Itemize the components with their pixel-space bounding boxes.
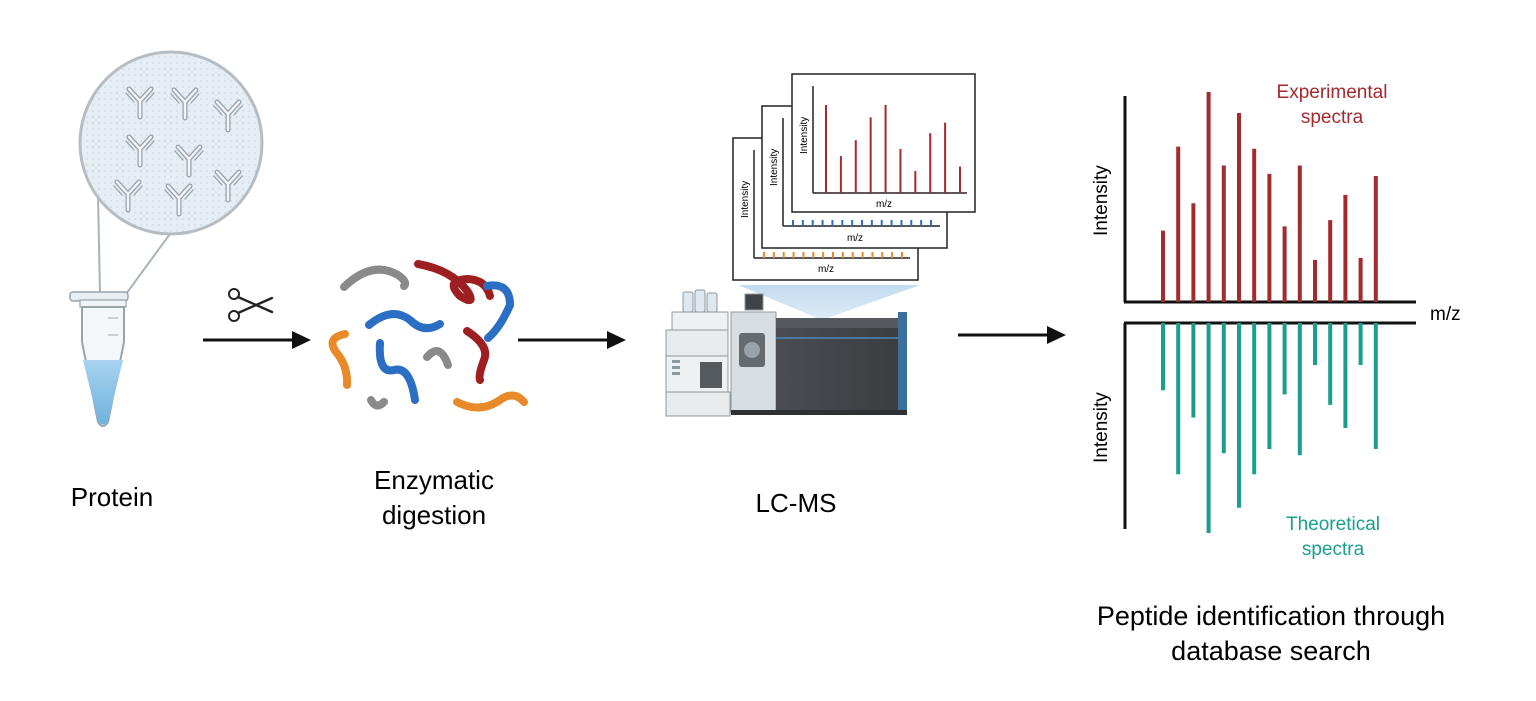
arrow-1	[203, 331, 311, 349]
protein-label: Protein	[71, 482, 153, 512]
card-xlabel: m/z	[847, 233, 863, 244]
microcentrifuge-tube-icon	[69, 291, 129, 427]
protein-step: Protein	[69, 50, 264, 512]
card-ylabel: Intensity	[799, 117, 810, 154]
peptide-fragments	[328, 260, 528, 412]
card-xlabel: m/z	[818, 264, 834, 275]
search-caption-line2: database search	[1171, 636, 1371, 666]
mini-peaks-back	[763, 252, 903, 258]
mini-peaks-middle	[792, 220, 932, 226]
theoretical-bars	[1161, 323, 1378, 533]
mini-peaks-front	[825, 105, 961, 193]
theoretical-legend-line2: spectra	[1302, 539, 1365, 560]
peptide-fragment	[414, 260, 494, 305]
lc-ms-instrument-icon	[665, 289, 907, 417]
card-ylabel: Intensity	[769, 149, 780, 186]
digestion-label-line2: digestion	[382, 500, 486, 530]
peptide-fragment	[483, 281, 515, 342]
scissors-icon	[228, 288, 274, 322]
experimental-bars	[1161, 92, 1378, 302]
arrow-2	[518, 331, 626, 349]
lc-ms-step: Intensity m/z Intensity m/z Intensity m/…	[665, 73, 976, 518]
spectra-comparison-chart: Intensity Intensity m/z Experimental spe…	[1091, 82, 1461, 560]
bottom-y-label: Intensity	[1091, 392, 1112, 463]
spectra-card-front: Intensity m/z	[791, 73, 976, 213]
arrow-3	[958, 326, 1066, 344]
projection-beam	[738, 285, 920, 320]
card-xlabel: m/z	[876, 199, 892, 210]
lcms-label: LC-MS	[756, 488, 837, 518]
peptide-fragment	[463, 327, 490, 384]
peptide-fragment	[453, 391, 528, 412]
peptide-fragment	[328, 330, 352, 389]
peptide-fragment	[423, 347, 452, 369]
experimental-legend-line1: Experimental	[1277, 82, 1388, 103]
peptide-fragment	[365, 310, 444, 333]
experimental-legend-line2: spectra	[1301, 107, 1364, 128]
peptide-fragment	[367, 396, 388, 410]
digestion-label-line1: Enzymatic	[374, 465, 494, 495]
top-y-label: Intensity	[1091, 165, 1112, 236]
magnified-antibodies-circle	[78, 50, 264, 236]
peptide-fragment	[340, 265, 410, 291]
theoretical-legend-line1: Theoretical	[1286, 514, 1380, 535]
search-caption-line1: Peptide identification through	[1097, 601, 1445, 631]
zoom-line-left	[97, 194, 101, 295]
peptide-fragment	[375, 339, 419, 404]
x-axis-label: m/z	[1430, 304, 1461, 325]
card-ylabel: Intensity	[740, 181, 751, 218]
